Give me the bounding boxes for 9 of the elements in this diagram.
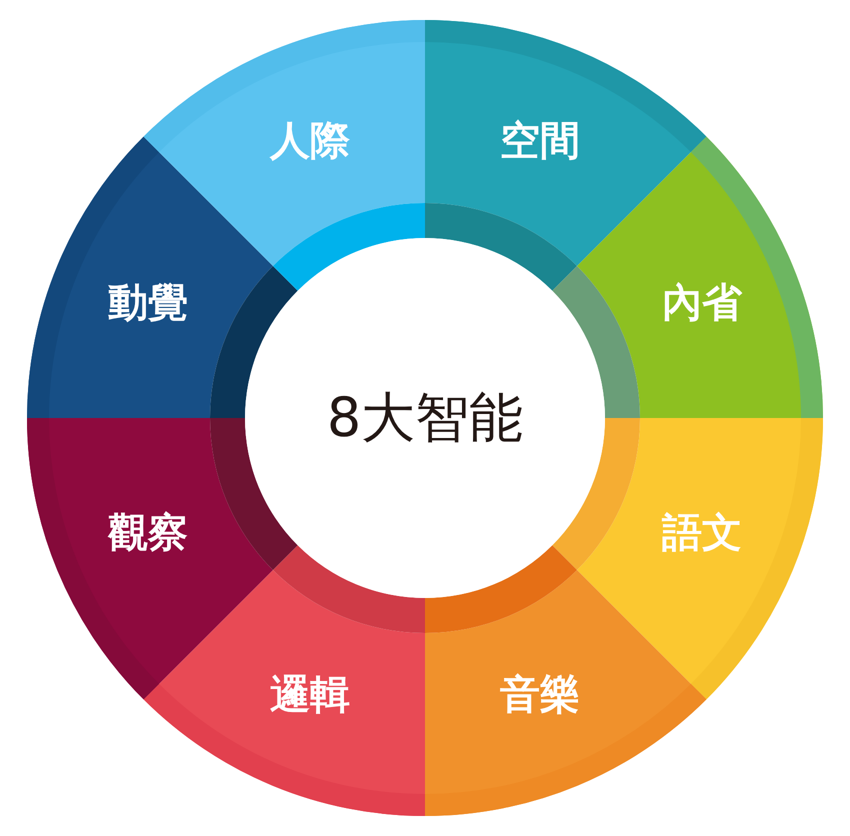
segment-label: 語文: [662, 512, 742, 553]
segment-label: 空間: [500, 120, 580, 161]
segment-label: 音樂: [500, 675, 580, 716]
segment-label: 觀察: [108, 512, 188, 553]
segment-label: 邏輯: [270, 675, 350, 716]
segment-label: 人際: [270, 120, 350, 161]
segment-label: 內省: [662, 283, 742, 324]
segment-label: 動覺: [108, 283, 188, 324]
center-label: 8大智能: [326, 391, 524, 445]
